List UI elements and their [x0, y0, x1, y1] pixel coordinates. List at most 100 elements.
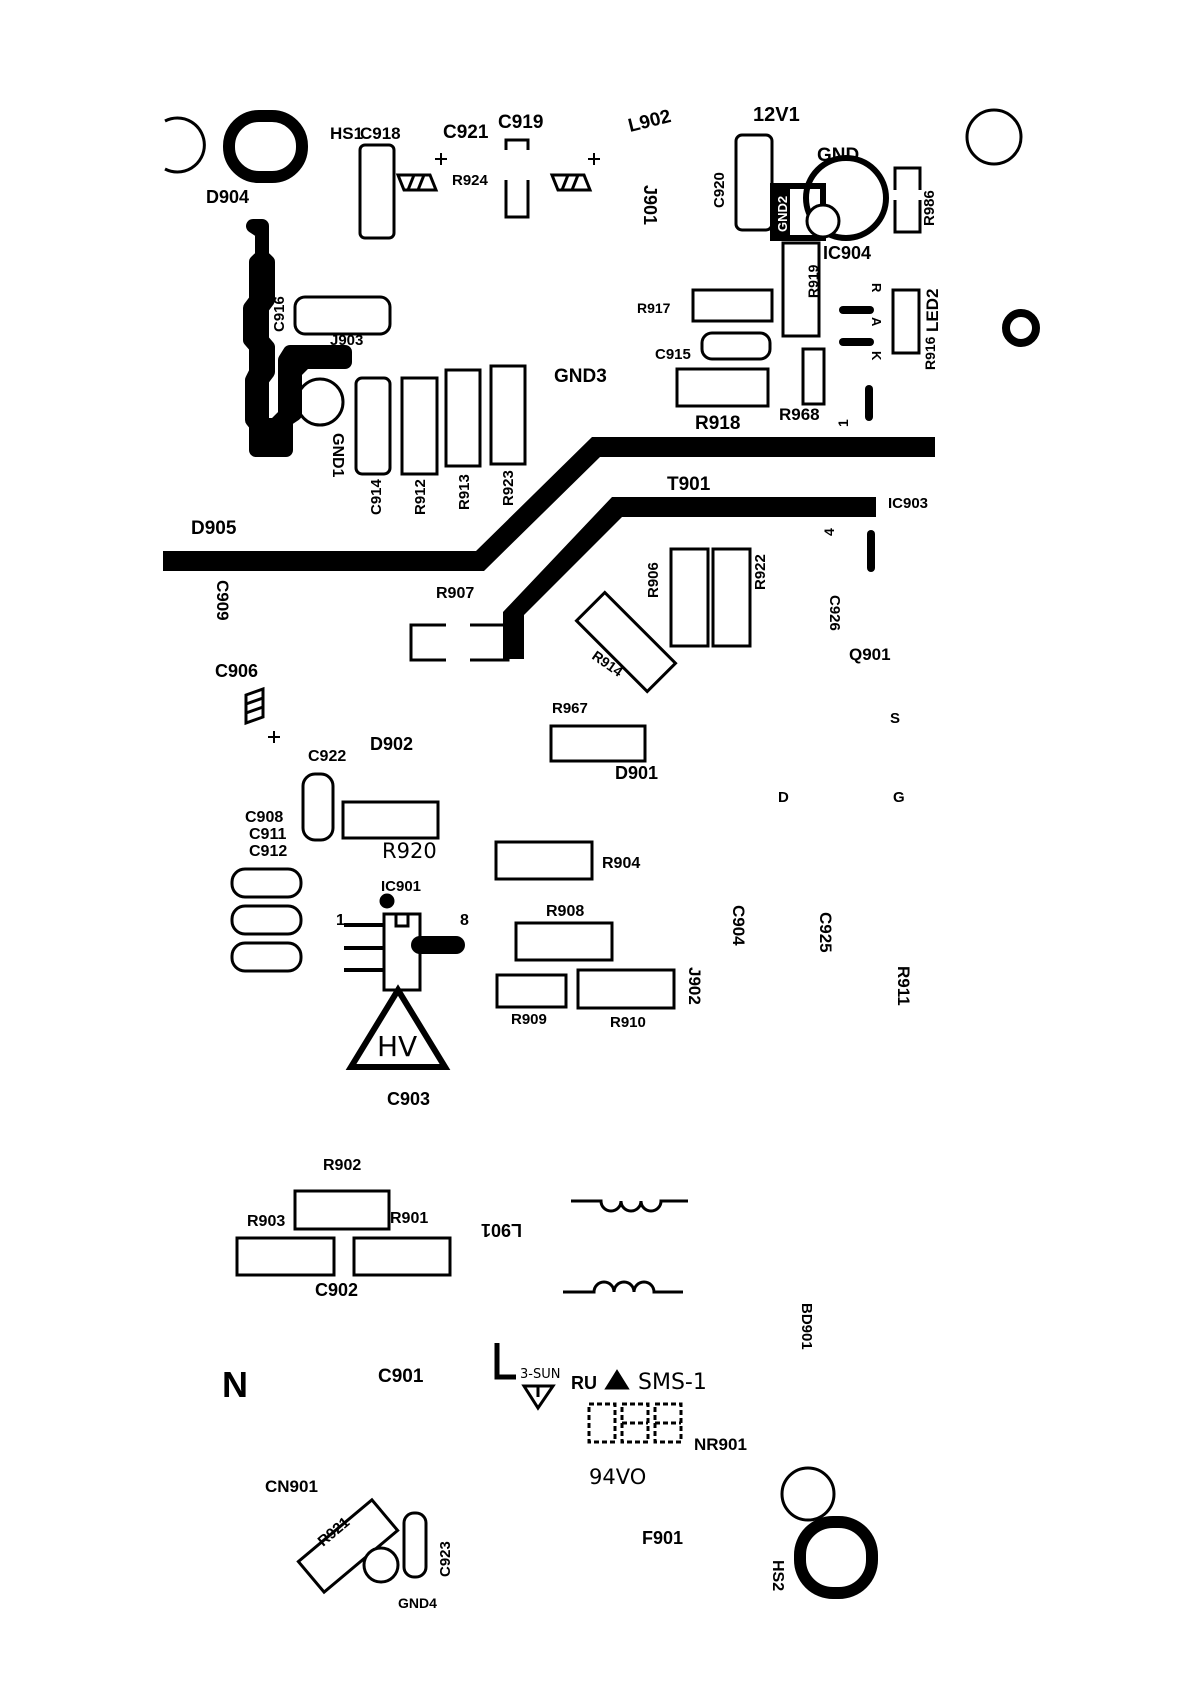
- label-c923: C923: [437, 1541, 454, 1577]
- label-gnd2: GND2: [775, 196, 790, 232]
- label-r912: R912: [412, 479, 429, 515]
- label-d902: D902: [370, 734, 413, 754]
- r967-body: [549, 724, 647, 763]
- r912-body: [400, 376, 439, 476]
- label-hv: HV: [377, 1030, 417, 1063]
- label-r913: R913: [456, 474, 473, 510]
- label-94vo: 94VO: [589, 1465, 646, 1489]
- label-c903: C903: [387, 1089, 430, 1109]
- label-bd901: BD901: [798, 1303, 815, 1350]
- label-c906: C906: [215, 661, 258, 681]
- silkscreen-shapes: [164, 108, 1040, 1599]
- r908-body: [514, 921, 614, 962]
- r917-body: [691, 288, 774, 323]
- label-gnd3: GND3: [554, 366, 607, 387]
- label-ic904: IC904: [823, 243, 871, 263]
- label-r919: R919: [805, 264, 821, 298]
- label-j901: J901: [640, 185, 660, 225]
- label-r904: R904: [602, 855, 640, 872]
- r914-body: [574, 590, 678, 694]
- label-c901: C901: [378, 1366, 424, 1387]
- d904-ring: [223, 110, 308, 183]
- r902-body: [293, 1189, 391, 1231]
- label-r967: R967: [552, 700, 588, 717]
- l901-coil-bottom: [563, 1280, 683, 1294]
- c912-body: [230, 941, 303, 973]
- c919-polarity-mark: [549, 153, 600, 192]
- label-3sun: 3-SUN: [520, 1367, 560, 1382]
- mount-hole-top-left: [164, 116, 206, 174]
- c906-polarity-mark: [244, 686, 280, 743]
- r907-pad-right: [470, 623, 510, 662]
- label-r986: R986: [921, 190, 938, 226]
- date-code-digits: [587, 1402, 683, 1444]
- label-gnd4: GND4: [398, 1595, 437, 1611]
- label-r918: R918: [695, 413, 740, 434]
- label-ic901-pin8: 8: [460, 912, 469, 929]
- ul-recognized-mark: RU: [571, 1373, 597, 1393]
- label-r923: R923: [500, 470, 517, 506]
- r909-body: [495, 973, 568, 1009]
- label-q901-s: S: [890, 710, 900, 727]
- label-r916: R916: [922, 336, 938, 370]
- 3sun-logo: [494, 1343, 556, 1411]
- label-r922: R922: [752, 554, 769, 590]
- c914-body: [354, 376, 392, 476]
- label-r920: R920: [382, 839, 437, 863]
- label-q901-d: D: [778, 789, 789, 806]
- label-c918: C918: [360, 124, 401, 143]
- gnd1-copper: [243, 219, 352, 457]
- label-f901: F901: [642, 1528, 683, 1548]
- label-sms1: SMS-1: [638, 1370, 707, 1395]
- led2-body: [891, 288, 921, 355]
- label-ic901-pin1: 1: [336, 912, 345, 929]
- r922-body: [711, 547, 752, 648]
- label-ic903-pin4: 4: [821, 528, 837, 536]
- label-c915: C915: [655, 346, 691, 363]
- label-q901: Q901: [849, 645, 891, 664]
- label-gnd1: GND1: [329, 433, 346, 478]
- label-ic903-pin1: 1: [835, 419, 851, 427]
- label-gnd: GND: [817, 145, 859, 166]
- label-r910: R910: [610, 1014, 646, 1031]
- label-12v1: 12V1: [753, 104, 800, 126]
- label-c914: C914: [368, 478, 385, 515]
- c908-body: [230, 867, 303, 899]
- label-r901: R901: [390, 1210, 428, 1227]
- c921-polarity-mark: [395, 153, 447, 192]
- label-j903: J903: [330, 332, 363, 349]
- ul-triangle-icon: [604, 1369, 630, 1390]
- ic901-package: [344, 893, 465, 992]
- r986-pad-top: [893, 166, 922, 190]
- c920-body: [734, 133, 774, 232]
- label-pin-k: K: [869, 351, 884, 361]
- l901-coil-top: [571, 1199, 688, 1213]
- label-l902: L902: [626, 106, 673, 137]
- label-c926: C926: [826, 595, 843, 631]
- label-c902: C902: [315, 1280, 358, 1300]
- label-c908: C908: [245, 809, 283, 826]
- r919-body: [781, 241, 821, 338]
- c911-body: [230, 904, 303, 936]
- heavy-traces: [163, 183, 935, 659]
- label-r909: R909: [511, 1011, 547, 1028]
- label-c919: C919: [498, 112, 543, 133]
- label-r908: R908: [546, 903, 584, 920]
- r920-body: [341, 800, 440, 840]
- label-hs2: HS2: [769, 1560, 786, 1591]
- label-r924: R924: [452, 172, 489, 189]
- label-pin-a: A: [869, 317, 884, 327]
- c923-body: [402, 1511, 428, 1579]
- label-cn901: CN901: [265, 1477, 318, 1496]
- r913-body: [444, 368, 482, 468]
- label-c925: C925: [816, 912, 835, 953]
- r901-body: [352, 1236, 452, 1277]
- trace-d905: [163, 437, 935, 571]
- component-labels: HS1 C918 C921 C919 L902 12V1 GND R924 J9…: [191, 104, 942, 1611]
- label-hs1: HS1: [330, 124, 363, 143]
- gnd2-pad: [770, 183, 790, 241]
- c915-body: [700, 331, 772, 361]
- label-r902: R902: [323, 1157, 361, 1174]
- label-led2: LED2: [923, 289, 942, 332]
